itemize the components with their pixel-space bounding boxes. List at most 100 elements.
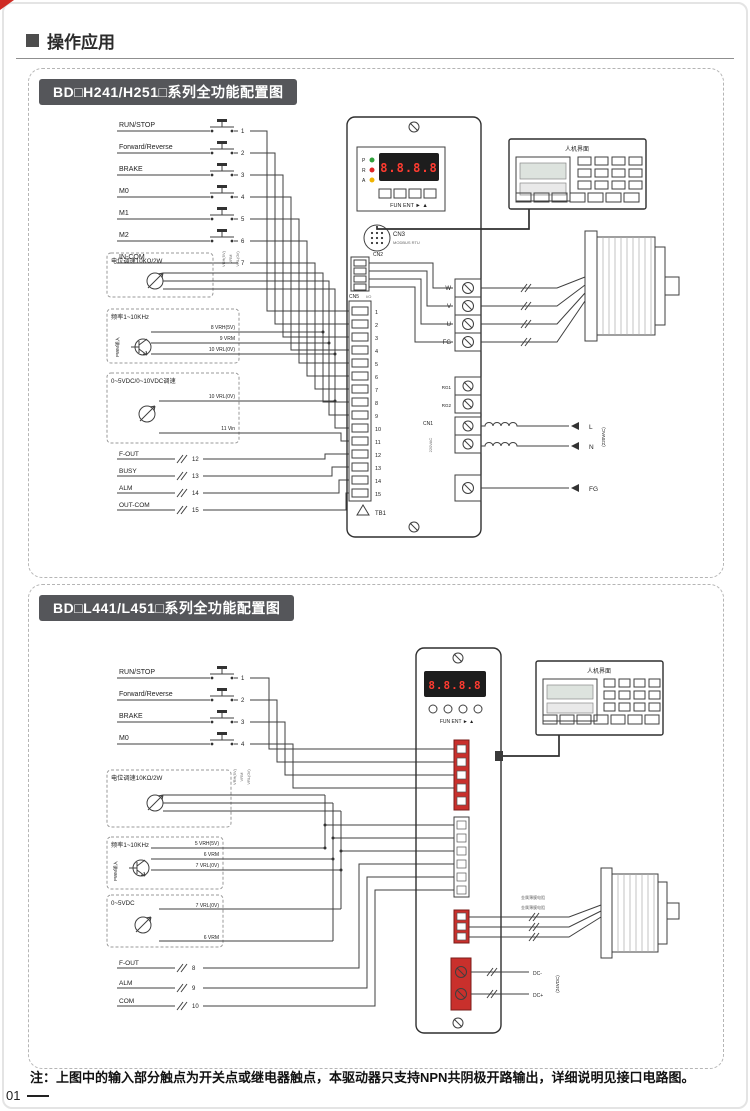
pin-number: 9: [192, 986, 196, 992]
pwm-label: PWM输入: [112, 861, 119, 881]
switch-icon: [217, 710, 227, 713]
dc-voltage-label: (24VDC): [555, 975, 560, 993]
line-n-label: N: [589, 444, 594, 451]
io-pin-num: 1: [375, 310, 378, 316]
led-label: R: [362, 168, 366, 174]
tb1-symbol: [356, 504, 370, 516]
cn2-connector: CN2: [350, 252, 383, 292]
analog-pin: 6 VRM: [204, 935, 219, 941]
led-red-icon: [369, 167, 375, 173]
net-label: VRL(0V): [235, 251, 240, 267]
io-pin-num: 3: [375, 336, 378, 342]
screw-icon: [462, 300, 474, 312]
output-row: ALM 9: [117, 876, 454, 993]
analog-box: 0~5VDC/0~10VDC调速 10 VRL(0V) 11 Vin: [106, 372, 349, 444]
potentiometer-icon: [138, 405, 156, 423]
input-label: M1: [119, 210, 129, 217]
input-row: RUN/STOP 1: [117, 666, 454, 750]
terminal-label: V: [447, 304, 451, 310]
switch-icon: [217, 732, 227, 735]
motor-wires: 金属薄膜电阻 金属薄膜电阻: [469, 894, 602, 942]
input-label: BRAKE: [119, 713, 143, 720]
switch-icon: [217, 207, 227, 210]
rg2-label: RG2: [442, 403, 452, 408]
screw-icon: [408, 521, 420, 533]
pin-number: 3: [241, 173, 245, 179]
screw-icon: [462, 282, 474, 294]
net-label: VRH(5V): [232, 768, 237, 785]
cn5-label: CN5: [349, 294, 359, 300]
pin-number: 14: [192, 491, 199, 497]
hmi-cable: [376, 209, 530, 230]
pin-number: 12: [192, 457, 199, 463]
power-terminal-block: CN1 220VAC: [423, 416, 482, 502]
switch-icon: [217, 141, 227, 144]
input-label: BRAKE: [119, 166, 143, 173]
freq-pin: 9 VRM: [220, 336, 235, 342]
freq-box: 频率1~10KHz PWM输入 8 VRH(5V) 9 VRM 10 VRL(0…: [106, 308, 335, 364]
output-label: OUT-COM: [119, 502, 150, 509]
terminal-label: U: [447, 322, 451, 328]
output-row: COM 10: [117, 889, 454, 1011]
pin-number: 5: [241, 217, 245, 223]
pwm-label: PWM输入: [114, 337, 121, 357]
io-pin-num: 10: [375, 427, 381, 433]
cn2-label: CN2: [373, 252, 383, 258]
pin-number: 2: [241, 698, 245, 704]
diagram2-canvas: RUN/STOP 1 Forward/Reverse 2 BRAKE 3: [106, 647, 680, 1034]
led-green-icon: [369, 157, 375, 163]
switch-icon: [217, 229, 227, 232]
io-strip: [453, 816, 470, 898]
freq-pin: 7 VRL(0V): [196, 863, 220, 869]
hmi-panel: 人机界面: [535, 660, 664, 736]
arrow-icon: [571, 484, 579, 492]
switch-icon: [217, 185, 227, 188]
diagram1-title: BD□H241/H251□系列全功能配置图: [39, 79, 298, 105]
arrow-icon: [571, 442, 579, 450]
corner-mark: [0, 0, 14, 10]
motor-shaft: [666, 902, 680, 920]
page-title: 操作应用: [47, 33, 115, 52]
freq-pin: 10 VRL(0V): [209, 347, 235, 353]
analog-pin: 10 VRL(0V): [209, 394, 235, 400]
right-button: [458, 704, 468, 714]
pin-number: 4: [241, 195, 245, 201]
output-row: ALM 14: [117, 479, 349, 498]
pin-number: 1: [241, 676, 245, 682]
pin-number: 8: [192, 966, 196, 972]
screw-icon: [462, 398, 474, 410]
net-label: VRM: [228, 255, 233, 264]
output-row: F-OUT 12: [117, 451, 349, 464]
io-pin-num: 4: [375, 349, 378, 355]
pot-box-label: 电位调速10KΩ/2W: [111, 257, 163, 265]
film-resistor-note: 金属薄膜电阻: [521, 904, 545, 910]
screw-icon: [455, 988, 467, 1000]
page-number: 01: [6, 1088, 21, 1103]
freq-pin: 6 VRM: [204, 852, 219, 858]
display-value: 8.8.8.8: [428, 679, 481, 692]
section-header: 操作应用: [26, 28, 115, 53]
screw-icon: [408, 121, 420, 133]
output-row: F-OUT 8: [117, 863, 454, 973]
line-fg-label: FG: [589, 486, 598, 493]
cn1-label: CN1: [423, 421, 433, 427]
screw-icon: [462, 482, 474, 494]
pot-speed-box: 电位调速10KΩ/2W: [106, 769, 341, 828]
screw-icon: [462, 336, 474, 348]
cn1-sublabel: 220VAC: [428, 438, 433, 453]
freq-pin: 5 VRH(5V): [195, 841, 220, 847]
io-pin-num: 12: [375, 453, 381, 459]
net-label: VRL(0V): [246, 769, 251, 785]
pot-box-label: 电位调速10KΩ/2W: [111, 774, 163, 782]
pin-number: 7: [241, 261, 245, 267]
cn5-io-strip: CN5 I/O 1 2 3 4 5 6 7: [348, 294, 381, 502]
output-row: OUT-COM 15: [117, 492, 349, 515]
pin-number: 13: [192, 474, 199, 480]
motor: [584, 230, 680, 342]
screw-icon: [452, 652, 464, 664]
input-row: M0 4: [117, 732, 454, 789]
line-l-label: L: [589, 424, 593, 431]
regen-terminal-block: RG1 RG2: [442, 376, 482, 414]
led-amber-icon: [369, 177, 375, 183]
screw-icon: [462, 438, 474, 450]
